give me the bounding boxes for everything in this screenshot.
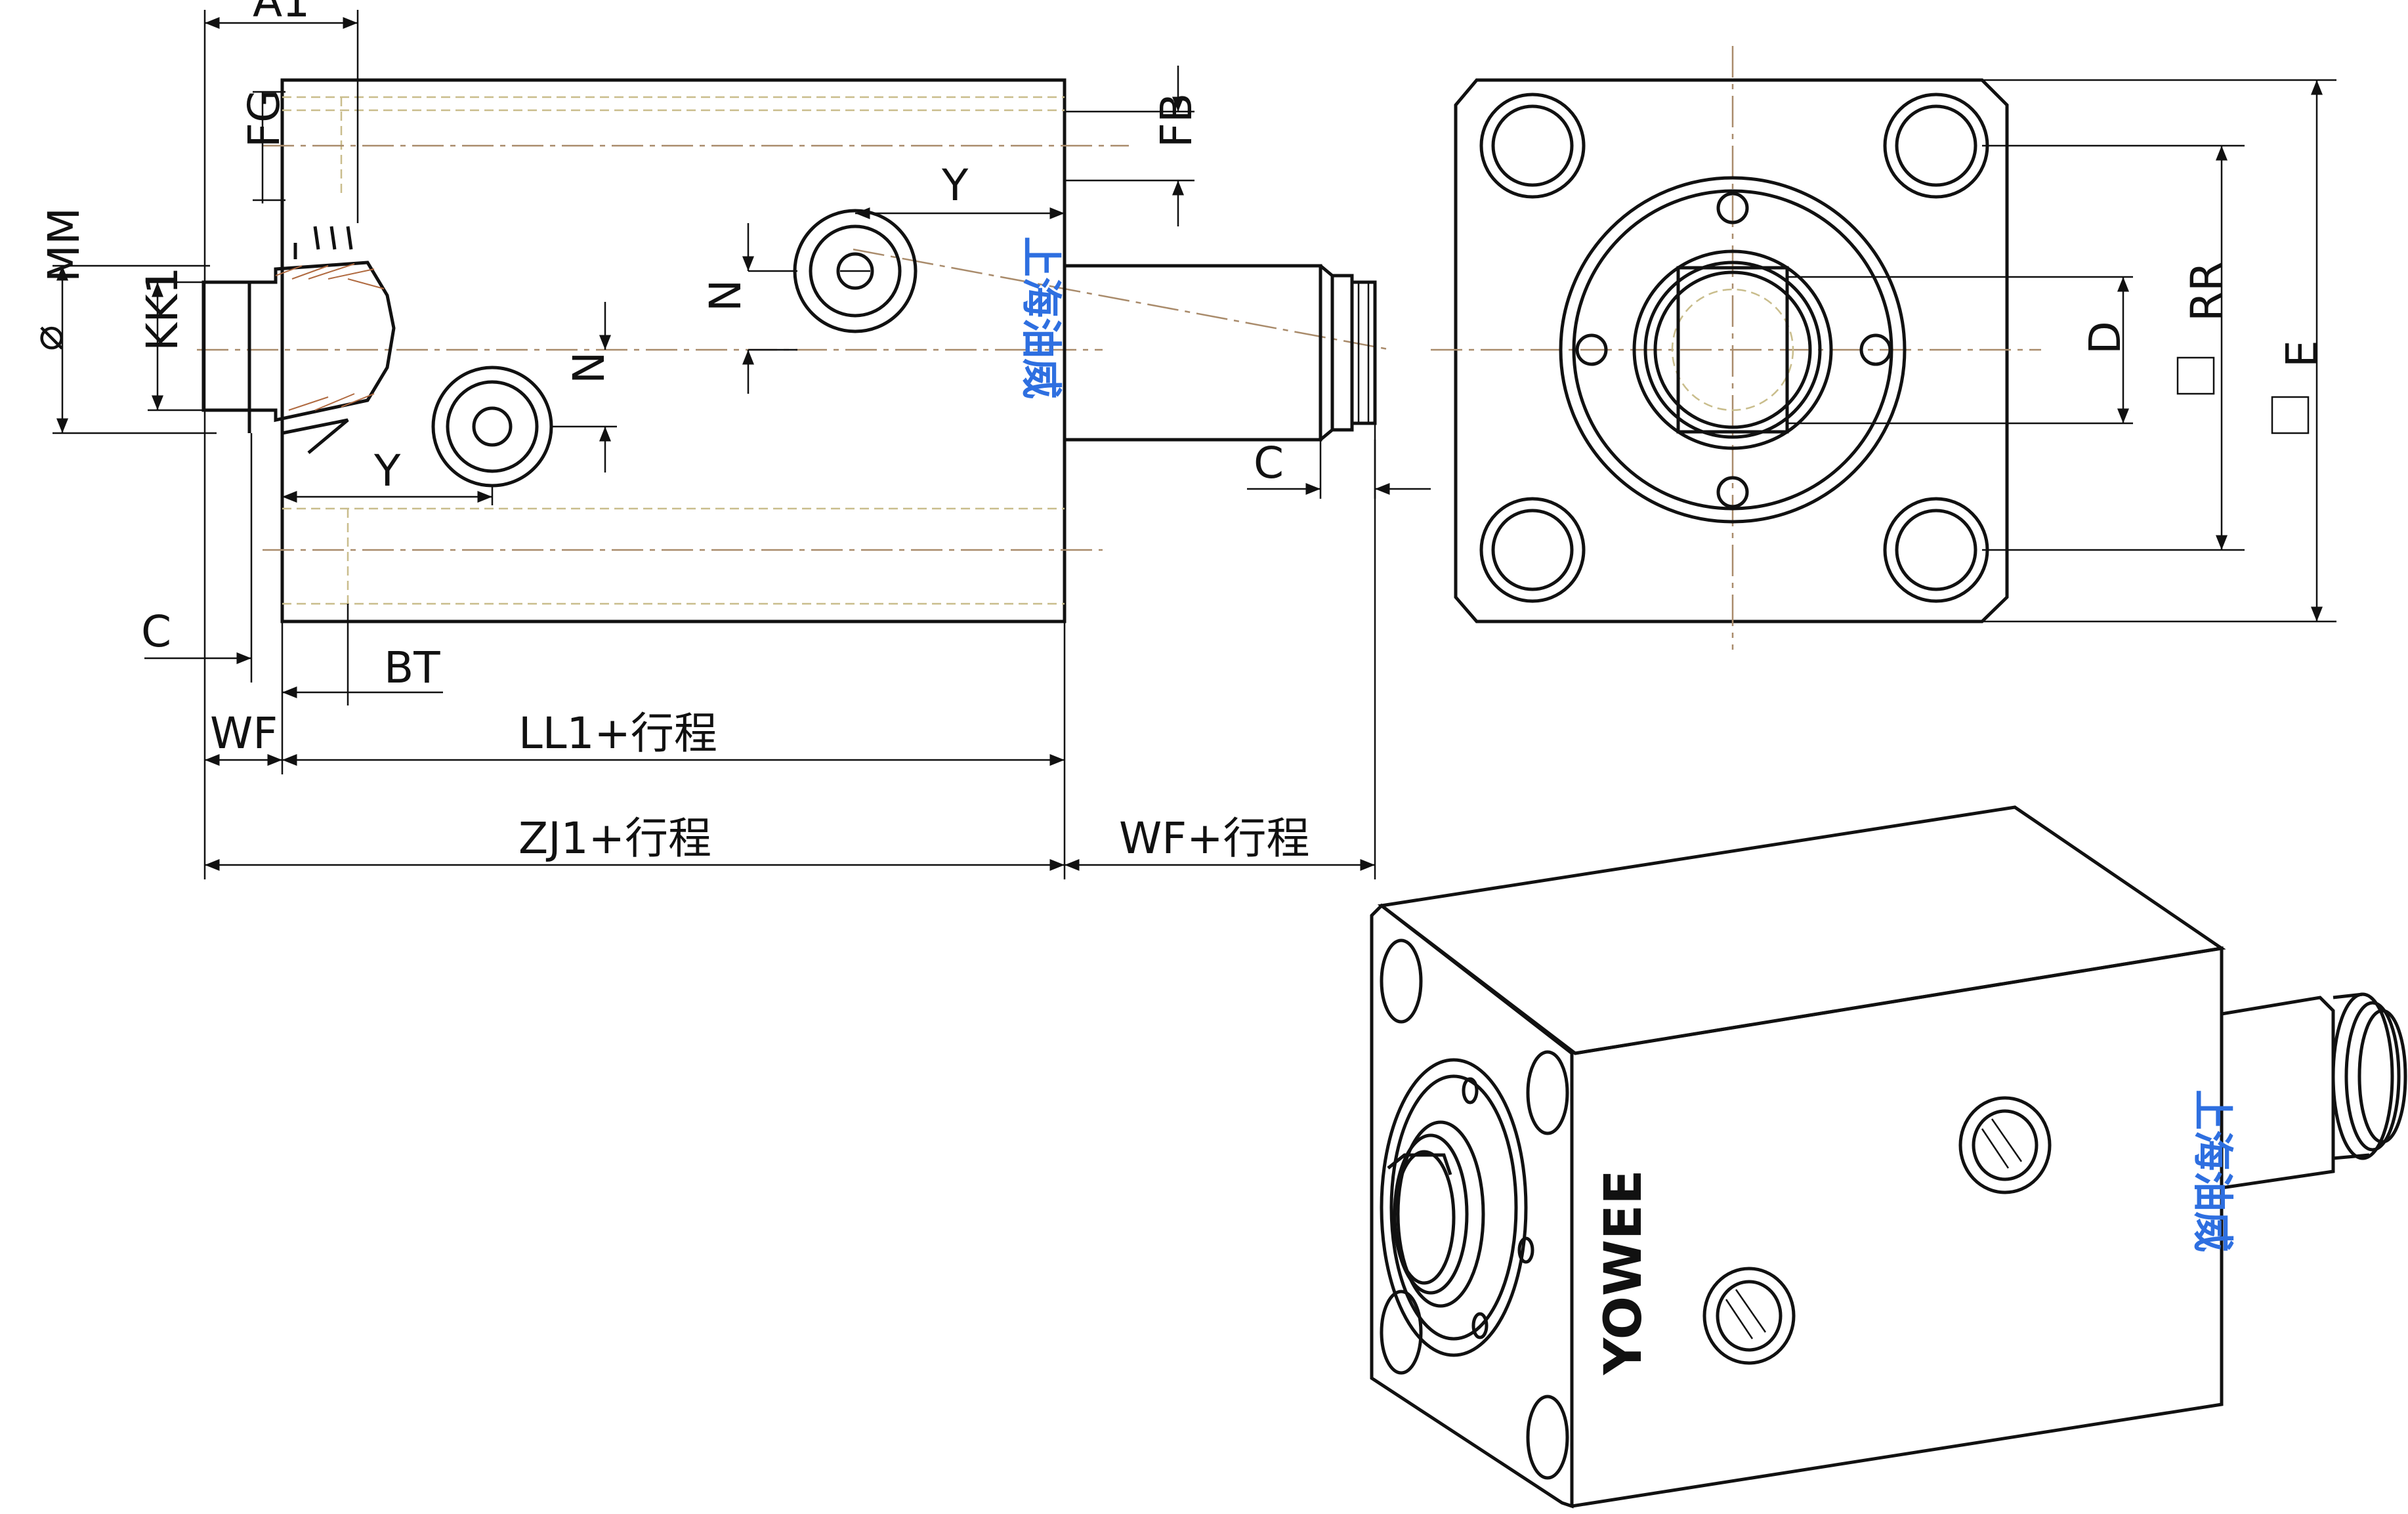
piston-rod-right [1063,264,1377,442]
front-flange-outline [1454,78,2009,623]
dim-a1: A1 [253,0,310,27]
dim-ll1-stroke: LL1+行程 [518,708,717,759]
dim-mm: MM [39,207,89,282]
port-lower [431,366,553,488]
dim-c-left: C [141,606,171,657]
dim-wf-stroke: WF+行程 [1119,813,1310,864]
dim-fb: FB [1151,93,1202,148]
dimension-lines [53,10,1431,879]
dim-d: D [2080,321,2130,354]
piston-rod-section [201,226,396,454]
dim-kk1: KK1 [137,266,188,351]
dim-n-lower: N [564,352,614,384]
dim-n-upper: N [700,280,751,312]
brand-chinese-iso: 上海油威 [2189,1089,2237,1252]
brand-english-iso: YOWEE [1594,1169,1653,1376]
dim-zj1-stroke: ZJ1+行程 [518,813,711,864]
isometric-view: YOWEE 上海油威 [1370,805,2407,1509]
iso-side-face [1571,946,2224,1508]
port-upper [793,209,918,333]
front-view: D RR E [1431,46,2336,650]
dim-e: E [2277,340,2327,368]
square-symbol-e [2271,396,2310,434]
iso-front-face [1370,903,1574,1509]
dim-y-upper: Y [941,160,969,211]
dim-y-lower: Y [373,446,401,496]
dim-diameter-symbol: ⌀ [22,325,73,351]
dim-wf-left: WF [210,708,278,759]
dim-bt: BT [384,642,440,693]
iso-rod [2221,996,2335,1190]
brand-chinese-side: 上海油威 [1017,236,1065,399]
dim-c-right: C [1254,438,1284,488]
side-view: A1 FG FB ⌀ MM KK1 Y N N Y C C BT WF LL1+… [22,0,1431,879]
square-symbol-rr [2176,356,2215,395]
dim-rr: RR [2182,261,2232,322]
dim-fg: FG [239,89,289,148]
